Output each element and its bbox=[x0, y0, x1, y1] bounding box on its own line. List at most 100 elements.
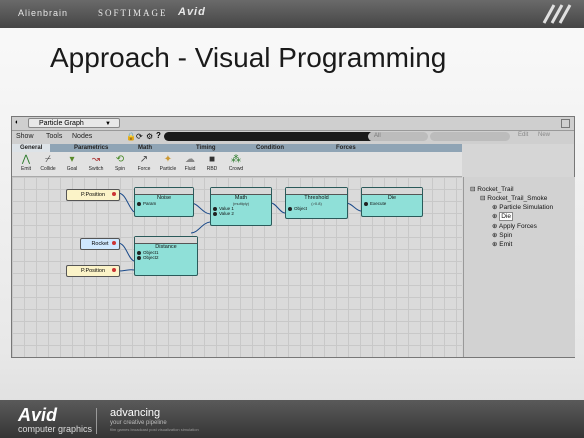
tool-switch[interactable]: ↝Switch bbox=[86, 154, 106, 172]
footer-subtitle-2: film games broadcast post visualization … bbox=[110, 427, 199, 432]
tool-label: Emit bbox=[21, 166, 31, 172]
node-die[interactable]: Die Execute bbox=[361, 187, 423, 217]
menu-tools[interactable]: Tools bbox=[46, 133, 63, 140]
tab-math[interactable]: Math bbox=[138, 145, 152, 151]
tab-forces[interactable]: Forces bbox=[336, 145, 356, 151]
edit-button[interactable]: Edit bbox=[518, 132, 529, 138]
tool-goal[interactable]: ▾Goal bbox=[62, 154, 82, 172]
output-port[interactable] bbox=[112, 241, 116, 245]
input-node-rocket[interactable]: Rocket bbox=[80, 238, 120, 250]
footer-subtitle: your creative pipeline bbox=[110, 420, 167, 426]
search-input[interactable] bbox=[164, 132, 374, 141]
particle-graph-window: ◐ Particle Graph ▼ Show Tools Nodes 🔒 ⟳ … bbox=[11, 116, 575, 358]
tool-label: Goal bbox=[66, 166, 78, 172]
input-node-ppos2[interactable]: P.Position bbox=[66, 265, 120, 277]
node-math[interactable]: Math (multiply) Value 1 Value 2 bbox=[210, 187, 272, 226]
slide-footer bbox=[0, 400, 584, 438]
filter-select[interactable]: All bbox=[368, 132, 428, 141]
node-port[interactable]: Param bbox=[135, 201, 193, 206]
tab-general[interactable]: General bbox=[12, 144, 51, 152]
node-distance[interactable]: Distance Object1 Object2 bbox=[134, 236, 198, 276]
tree-item[interactable]: ⊕ Apply Forces bbox=[492, 223, 537, 230]
tool-fluid[interactable]: ☁Fluid bbox=[180, 154, 200, 172]
expand-icon[interactable]: ⊟ bbox=[480, 195, 486, 202]
node-title: Noise bbox=[156, 195, 172, 201]
tool-spin[interactable]: ⟲Spin bbox=[110, 154, 130, 172]
lock-icon[interactable]: 🔒 bbox=[126, 132, 136, 141]
hierarchy-panel: ⊟ Rocket_Trail ⊟ Rocket_Trail_Smoke ⊕ Pa… bbox=[463, 177, 575, 357]
particle-icon: ✦ bbox=[163, 154, 173, 165]
spin-icon: ⟲ bbox=[115, 154, 125, 165]
footer-tagline: advancing bbox=[110, 407, 161, 419]
graph-canvas[interactable]: P.Position Rocket P.Position Noise Param… bbox=[12, 177, 462, 357]
node-header bbox=[211, 188, 271, 195]
tree-root[interactable]: ⊟ Rocket_Trail bbox=[470, 185, 514, 193]
tool-label: Collide bbox=[40, 166, 56, 172]
window-title: Particle Graph bbox=[39, 120, 84, 127]
maximize-icon[interactable] bbox=[561, 119, 570, 128]
crowd-icon: ⁂ bbox=[231, 154, 241, 165]
tool-label: Crowd bbox=[228, 166, 244, 172]
node-port[interactable]: Object2 bbox=[135, 255, 197, 260]
node-port[interactable]: Execute bbox=[362, 201, 422, 206]
input-node-ppos1[interactable]: P.Position bbox=[66, 189, 120, 201]
node-port[interactable]: Value 1 bbox=[211, 206, 271, 211]
tab-condition[interactable]: Condition bbox=[256, 145, 284, 151]
node-header bbox=[135, 237, 197, 244]
tool-force[interactable]: ↗Force bbox=[134, 154, 154, 172]
filter-select-2[interactable] bbox=[430, 132, 510, 141]
window-titlebar: ◐ Particle Graph ▼ bbox=[12, 117, 574, 131]
collide-icon: ⌿ bbox=[45, 154, 51, 165]
wire-distance-math bbox=[190, 221, 211, 234]
node-title: Math bbox=[234, 195, 248, 201]
tool-collide[interactable]: ⌿Collide bbox=[38, 154, 58, 172]
tree-item-label: Apply Forces bbox=[498, 223, 537, 230]
tree-item-label: Spin bbox=[499, 232, 513, 239]
node-subtitle: (multiply) bbox=[232, 201, 250, 206]
window-title-tab[interactable]: Particle Graph ▼ bbox=[28, 118, 120, 128]
tool-particle[interactable]: ✦Particle bbox=[158, 154, 178, 172]
node-port[interactable]: Value 2 bbox=[211, 211, 271, 216]
wire-threshold-die bbox=[345, 202, 362, 212]
input-label: Rocket bbox=[91, 241, 109, 247]
tree-root-label: Rocket_Trail bbox=[477, 186, 514, 193]
tab-timing[interactable]: Timing bbox=[196, 145, 216, 151]
brand-avid: Avid bbox=[178, 6, 206, 18]
chevron-down-icon[interactable]: ▼ bbox=[105, 121, 111, 127]
refresh-icon[interactable]: ⟳ bbox=[136, 132, 143, 141]
new-button[interactable]: New bbox=[538, 132, 551, 138]
tool-emit[interactable]: ⋀Emit bbox=[16, 154, 36, 172]
output-port[interactable] bbox=[112, 192, 116, 196]
tab-parametrics[interactable]: Parametrics bbox=[74, 145, 109, 151]
node-threshold[interactable]: Threshold (>0.8) Object bbox=[285, 187, 348, 219]
tree-child[interactable]: ⊟ Rocket_Trail_Smoke bbox=[480, 194, 547, 202]
expand-icon[interactable]: ⊟ bbox=[470, 186, 476, 193]
tree-item[interactable]: ⊕ Particle Simulation bbox=[492, 204, 554, 211]
tab-bar: General Parametrics Math Timing Conditio… bbox=[12, 144, 462, 152]
window-menu-icon[interactable]: ◐ bbox=[15, 119, 20, 126]
filter-value: All bbox=[374, 133, 381, 139]
fluid-icon: ☁ bbox=[185, 154, 195, 165]
menu-nodes[interactable]: Nodes bbox=[72, 133, 93, 140]
wire-rocket-distance bbox=[117, 242, 135, 262]
output-port[interactable] bbox=[112, 268, 116, 272]
brand-alienbrain: Alienbrain bbox=[18, 8, 69, 18]
tree-item-label: Emit bbox=[499, 241, 513, 248]
tree-item[interactable]: ⊕ Emit bbox=[492, 241, 513, 248]
node-port[interactable]: Object bbox=[286, 206, 347, 211]
node-noise[interactable]: Noise Param bbox=[134, 187, 194, 217]
footer-divider bbox=[96, 408, 97, 434]
tool-crowd[interactable]: ⁂Crowd bbox=[226, 154, 246, 172]
menu-show[interactable]: Show bbox=[16, 133, 34, 140]
settings-icon[interactable]: ⚙ bbox=[146, 132, 154, 141]
node-port[interactable]: Object1 bbox=[135, 250, 197, 255]
wire-math-threshold bbox=[270, 202, 286, 214]
tree-item[interactable]: ⊕ Spin bbox=[492, 232, 513, 239]
rbd-icon: ■ bbox=[208, 154, 216, 165]
tool-label: Fluid bbox=[184, 166, 196, 172]
tool-rbd[interactable]: ■RBD bbox=[202, 154, 222, 172]
node-header bbox=[135, 188, 193, 195]
help-icon[interactable]: ? bbox=[156, 131, 161, 140]
tree-item[interactable]: ⊕ Die bbox=[492, 212, 514, 221]
goal-icon: ▾ bbox=[69, 154, 75, 165]
